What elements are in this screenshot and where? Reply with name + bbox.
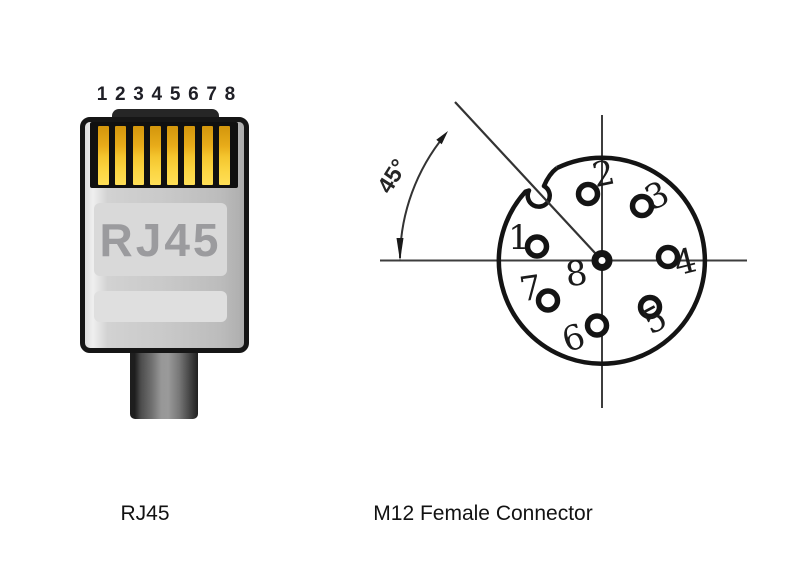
rj45-blank-panel: [94, 291, 227, 322]
m12-caption: M12 Female Connector: [373, 502, 593, 525]
angle-label: 45°: [372, 154, 412, 197]
rj45-cable: [130, 352, 198, 419]
m12-pin-label-4: 4: [670, 240, 701, 284]
m12-pin-4: [655, 244, 681, 270]
m12-pin-5: [637, 294, 663, 320]
rj45-pin-number: 8: [224, 84, 236, 105]
rj45-caption: RJ45: [120, 502, 170, 525]
arc-arrowhead-up: [436, 131, 448, 145]
m12-pin-6: [584, 313, 610, 338]
rj45-pin-contact: [98, 126, 109, 185]
m12-pin-2: [575, 181, 601, 207]
rj45-label-panel: RJ45: [94, 203, 227, 276]
arc-arrowhead-down: [396, 238, 404, 261]
rj45-embossed-label: RJ45: [99, 213, 222, 266]
rj45-pin-number: 1: [96, 84, 108, 105]
rj45-pin-window: [90, 122, 238, 188]
rj45-pin-contact: [149, 126, 161, 185]
rj45-pin-contact: [201, 126, 213, 185]
rj45-pin-number: 5: [169, 84, 181, 105]
m12-pin-8-center: [591, 250, 613, 271]
rj45-pin-number: 7: [206, 84, 217, 105]
rj45-pin-number: 3: [133, 84, 144, 105]
m12-pin-label-8: 8: [563, 253, 590, 296]
rj45-pin-contact: [218, 126, 230, 185]
angle-dimension-arc: [399, 134, 446, 259]
rj45-pin-number-row: 1 2 3 4 5 6 7 8: [96, 84, 236, 106]
m12-pin-label-7: 7: [517, 268, 544, 311]
rj45-pin-number: 2: [114, 84, 126, 105]
m12-diagram: 45° 1 2 3 4 5 6 7 8: [372, 101, 747, 408]
rj45-pin-contact: [132, 126, 144, 185]
m12-pin-7: [535, 288, 561, 313]
m12-pin-3: [629, 193, 655, 219]
rj45-pin-number: 6: [188, 84, 199, 105]
rj45-pin-contact: [184, 126, 196, 185]
m12-pin-1: [524, 234, 550, 259]
m12-pin-label-1: 1: [508, 218, 530, 258]
rj45-pin-contact: [167, 126, 179, 185]
keyway-diagonal-line: [454, 101, 603, 262]
rj45-pin-number: 4: [151, 84, 163, 105]
m12-pin-label-5: 5: [636, 298, 674, 343]
rj45-pin-contact: [115, 126, 127, 185]
